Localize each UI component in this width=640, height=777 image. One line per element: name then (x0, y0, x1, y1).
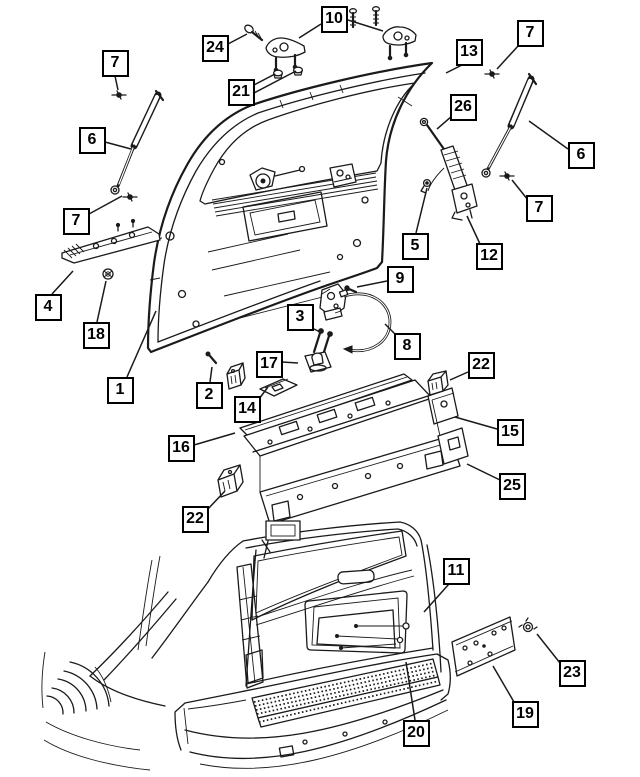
rear-wiper (261, 520, 301, 559)
callout-3[interactable]: 3 (286, 303, 314, 331)
grommet (102, 268, 114, 280)
callout-16[interactable]: 16 (167, 434, 195, 462)
license-brow-handle (61, 218, 161, 280)
hinge-left (265, 37, 306, 73)
retainer-clip (226, 362, 246, 390)
callout-26[interactable]: 26 (449, 93, 477, 121)
leader-line-4 (51, 270, 74, 295)
ball-stud (111, 90, 127, 100)
leader-line-7 (511, 179, 529, 201)
liftgate-panel (146, 61, 434, 354)
leader-line-22 (206, 490, 226, 511)
hinge-nuts (272, 66, 304, 79)
clip-22-left (217, 464, 244, 498)
callout-8[interactable]: 8 (393, 332, 421, 360)
callout-4[interactable]: 4 (34, 293, 62, 321)
callout-20[interactable]: 20 (402, 719, 430, 747)
hinge-right (382, 26, 417, 61)
leader-line-10 (347, 19, 384, 32)
callout-10[interactable]: 10 (320, 5, 348, 33)
callout-9[interactable]: 9 (386, 265, 414, 293)
liftgate-hinges (244, 6, 417, 79)
callout-12[interactable]: 12 (475, 242, 503, 270)
leader-line-6 (104, 141, 132, 150)
leader-line-23 (536, 633, 561, 664)
callout-11[interactable]: 11 (442, 557, 470, 585)
plate-nut (518, 617, 538, 633)
ball-stud (420, 178, 432, 194)
callout-19[interactable]: 19 (511, 700, 539, 728)
callout-17[interactable]: 17 (255, 350, 283, 378)
callout-14[interactable]: 14 (233, 395, 261, 423)
rear-bumper (174, 653, 451, 769)
callout-23[interactable]: 23 (558, 659, 586, 687)
leader-line-20 (405, 661, 416, 721)
ball-stud (499, 171, 515, 181)
license-plate-bracket (451, 616, 516, 677)
clip-22-right (427, 370, 449, 396)
callout-1[interactable]: 1 (106, 376, 134, 404)
callout-7[interactable]: 7 (516, 19, 544, 47)
callout-7[interactable]: 7 (525, 194, 553, 222)
callout-15[interactable]: 15 (496, 418, 524, 446)
leader-line-1 (126, 310, 157, 378)
gas-strut-left (110, 89, 165, 202)
leader-line-2 (209, 366, 213, 383)
leader-line-17 (281, 361, 299, 364)
callout-13[interactable]: 13 (455, 38, 483, 66)
leader-line-11 (423, 583, 450, 613)
leader-line-24 (227, 33, 248, 45)
hinge-bolt (244, 24, 264, 42)
latch-screw (344, 285, 358, 294)
gas-strut-right (481, 69, 538, 181)
leader-line-18 (96, 280, 107, 323)
callout-7[interactable]: 7 (62, 207, 90, 235)
striker-shim (259, 378, 298, 397)
leader-line-5 (415, 187, 428, 234)
ball-stud (122, 192, 138, 202)
license-recess (304, 590, 410, 654)
ball-stud (484, 69, 500, 79)
leader-line-21 (253, 73, 276, 86)
callout-21[interactable]: 21 (227, 78, 255, 106)
striker-assembly (304, 328, 333, 373)
latch-and-cable (319, 283, 392, 354)
callout-6[interactable]: 6 (567, 141, 595, 169)
leader-line-21 (253, 70, 297, 94)
callout-7[interactable]: 7 (101, 49, 129, 77)
leader-line-22 (449, 371, 469, 381)
leader-line-15 (454, 416, 498, 430)
small-parts (205, 351, 298, 397)
van-rear-view (41, 520, 451, 771)
callout-2[interactable]: 2 (195, 381, 223, 409)
callout-6[interactable]: 6 (78, 126, 106, 154)
power-liftgate-strut (419, 117, 478, 221)
callout-22[interactable]: 22 (181, 505, 209, 533)
hinge-studs (348, 6, 381, 29)
leader-line-19 (492, 665, 515, 703)
leader-line-14 (258, 386, 269, 400)
leader-line-7 (496, 44, 520, 70)
leader-line-25 (466, 463, 501, 481)
leader-line-13 (445, 64, 463, 74)
leader-line-7 (114, 75, 119, 91)
callout-25[interactable]: 25 (498, 472, 526, 500)
leader-line-12 (466, 215, 481, 245)
leader-line-16 (193, 432, 236, 446)
leader-line-6 (528, 120, 569, 150)
callout-24[interactable]: 24 (201, 34, 229, 62)
leader-line-10 (298, 23, 322, 39)
callout-22[interactable]: 22 (467, 351, 495, 379)
push-pin (205, 351, 218, 365)
sill-end-bracket-lower (437, 427, 469, 465)
leader-line-9 (356, 280, 388, 288)
callout-18[interactable]: 18 (82, 321, 110, 349)
leader-line-7 (88, 195, 123, 215)
callout-5[interactable]: 5 (401, 232, 429, 260)
sill-panel-assembly (239, 373, 469, 525)
